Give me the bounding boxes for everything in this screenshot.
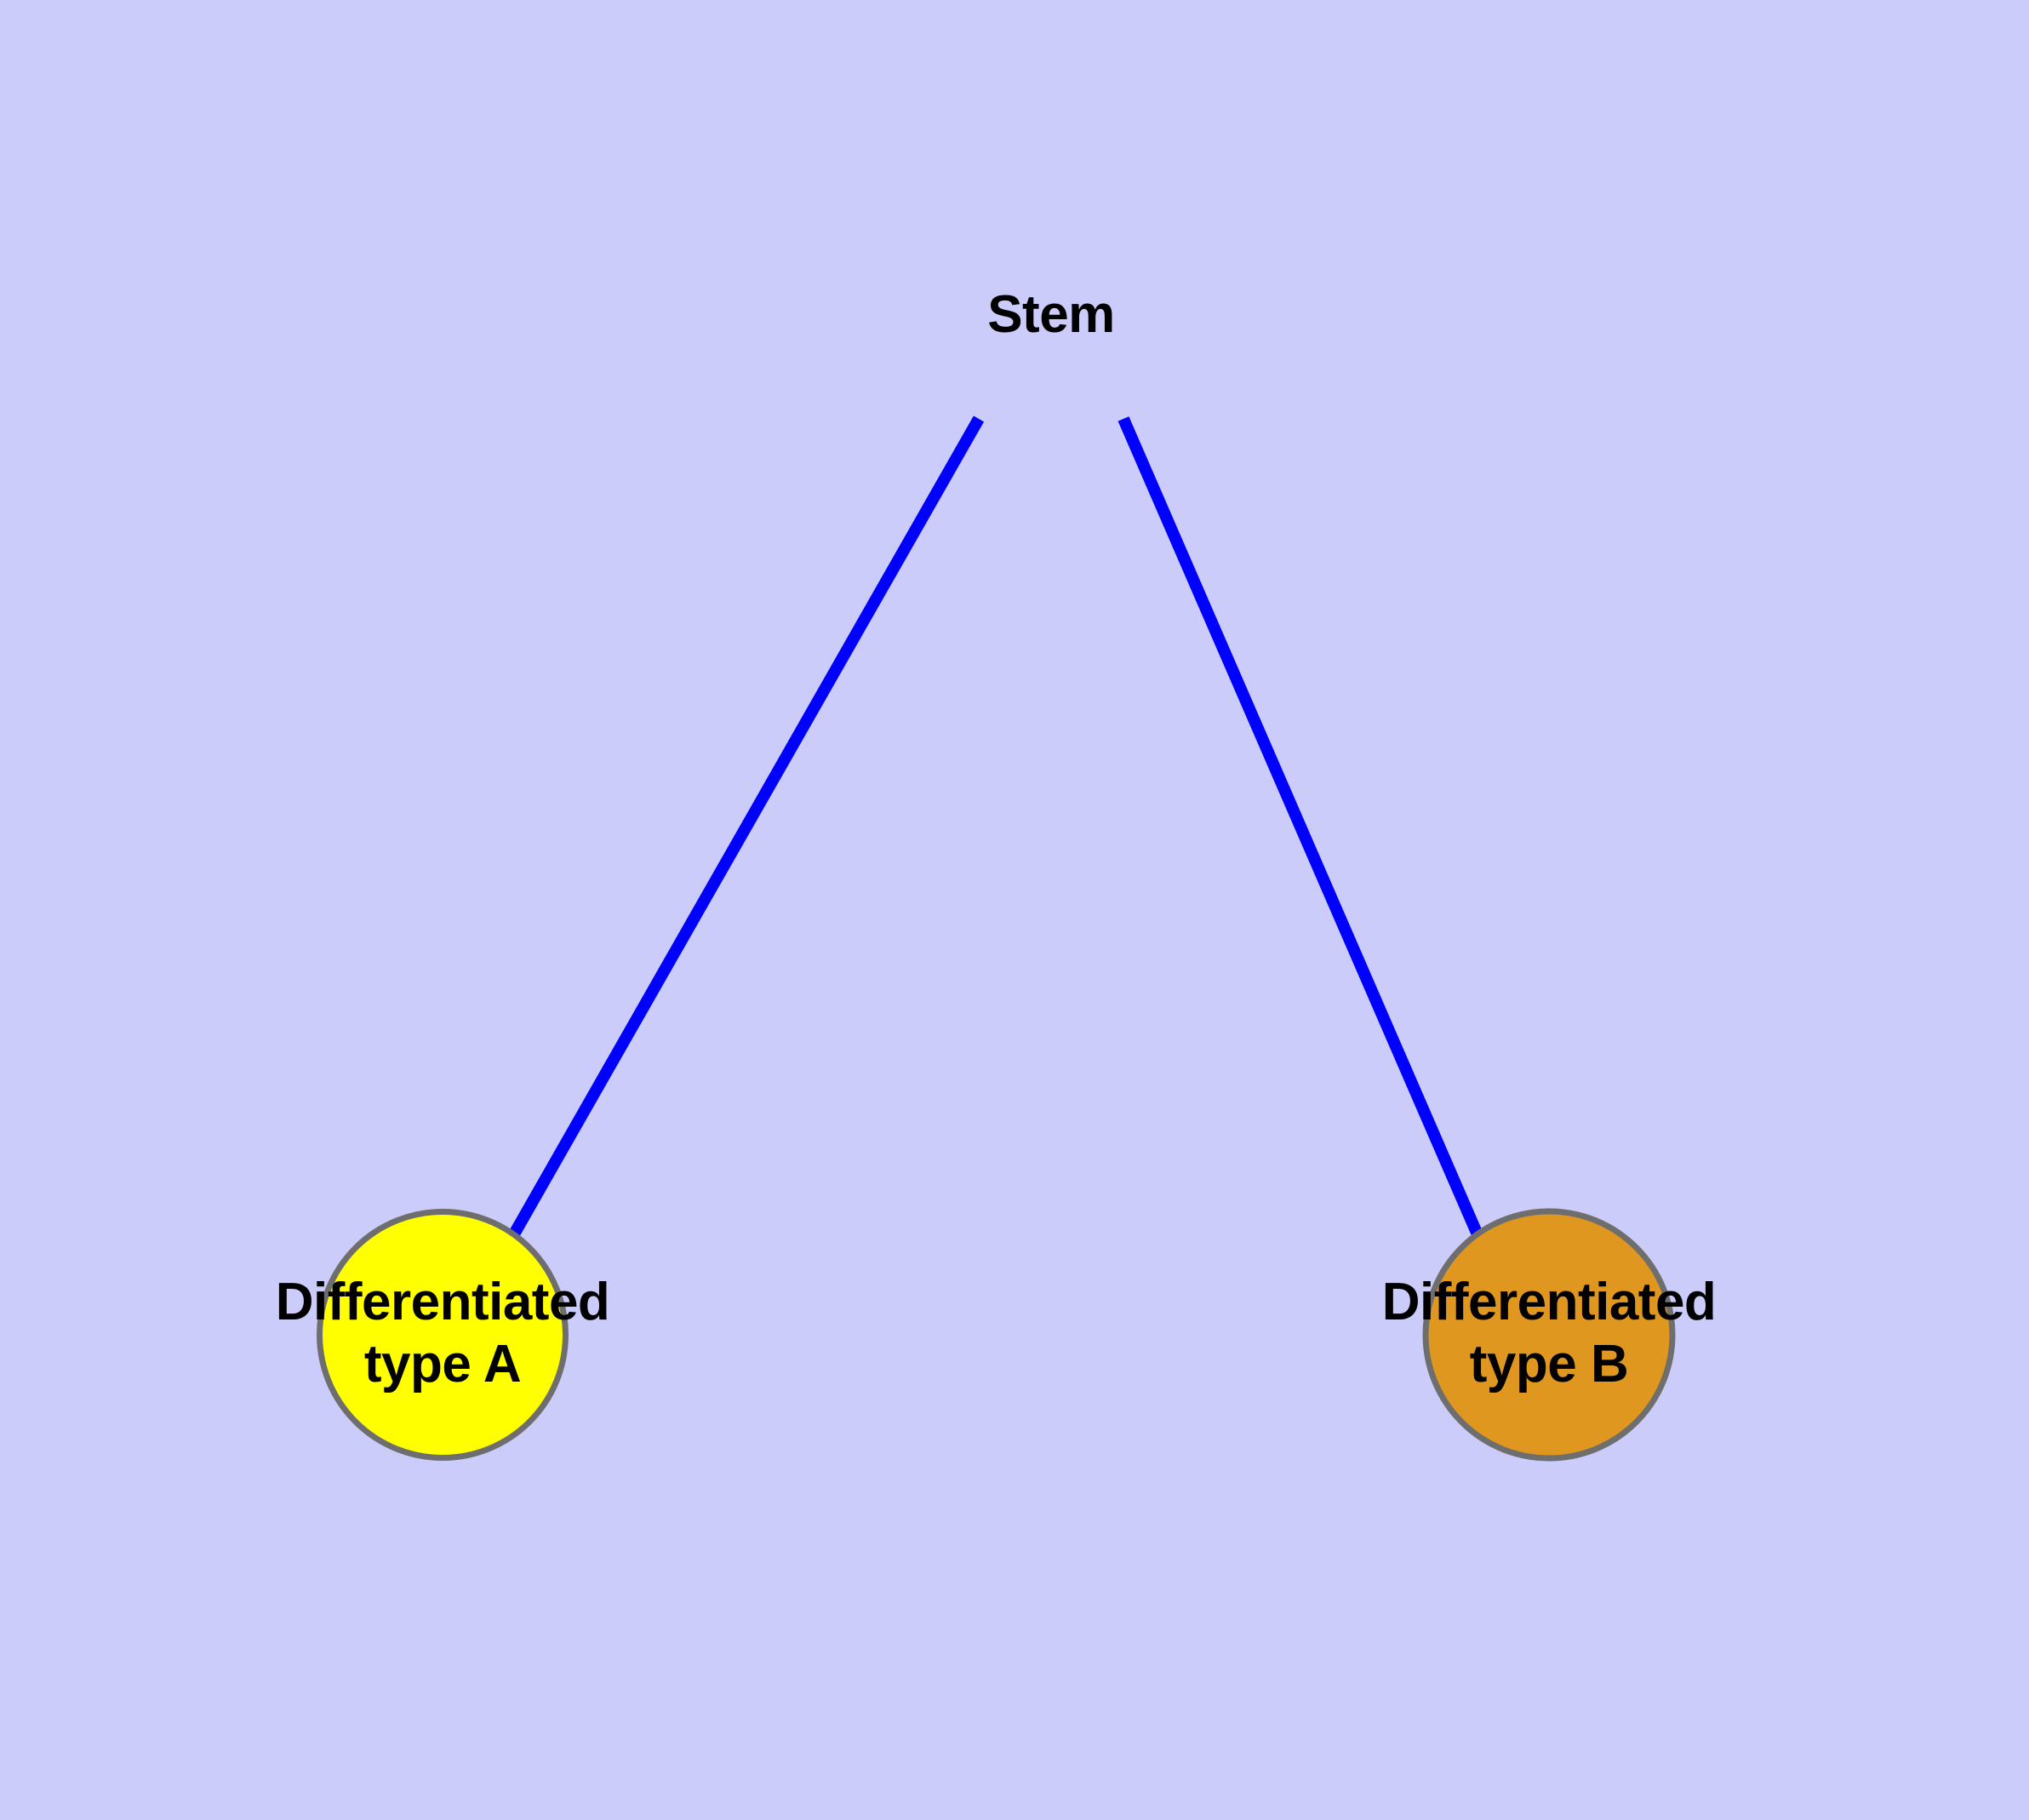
edge-stem-to-differentiated-type-b[interactable] — [1117, 416, 1483, 1235]
edge-stem-to-differentiated-type-a[interactable] — [509, 415, 985, 1236]
edge-layer — [509, 415, 1483, 1236]
node-differentiated-type-b[interactable] — [1422, 1208, 1676, 1462]
node-layer — [317, 1208, 1676, 1462]
node-stem[interactable] — [317, 1209, 569, 1461]
